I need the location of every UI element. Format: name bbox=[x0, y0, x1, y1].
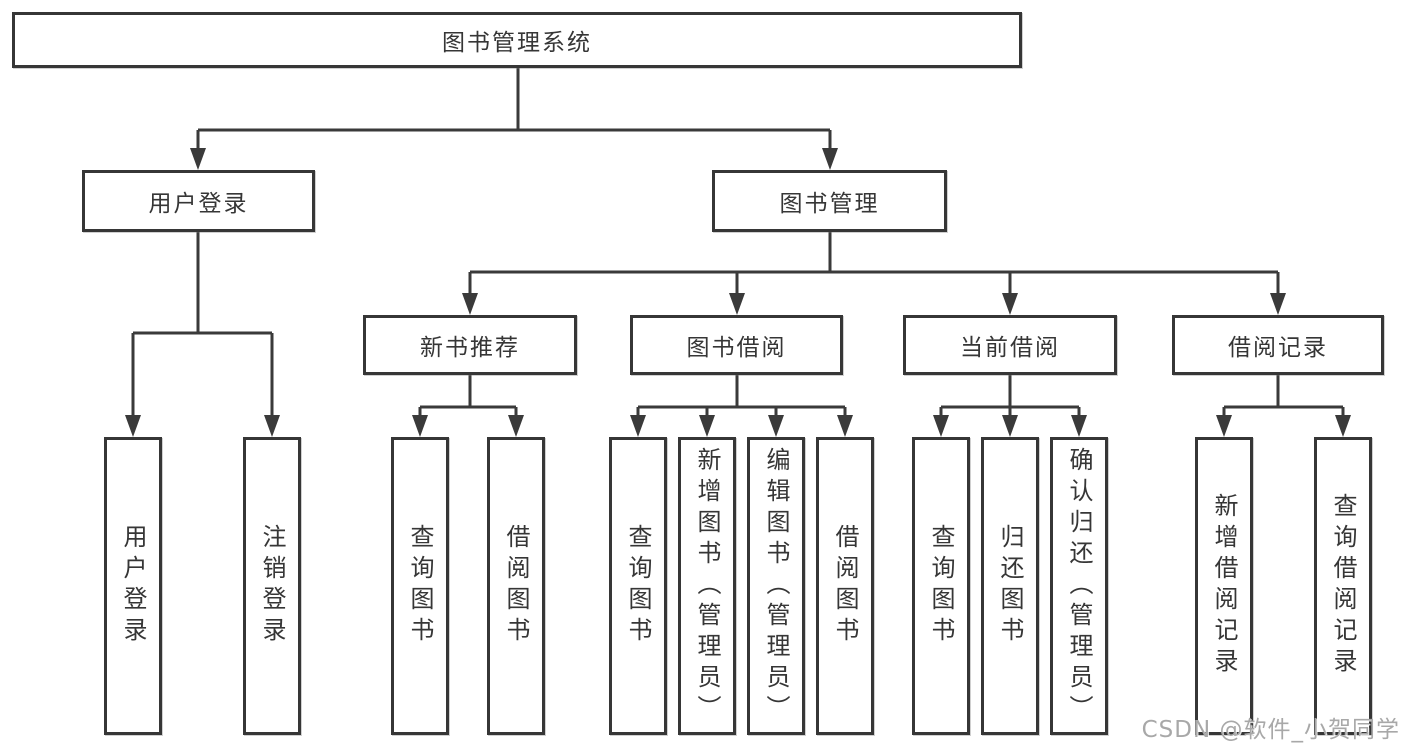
leaf-borrowing-borrow-books: 借阅图书 bbox=[816, 437, 874, 735]
leaf-recommend-borrow-books-label: 借阅图书 bbox=[502, 524, 530, 648]
node-borrowing-records-label: 借阅记录 bbox=[1228, 335, 1328, 361]
leaf-confirm-return-admin: 确认归还（管理员） bbox=[1050, 437, 1108, 735]
leaf-borrowing-borrow-books-label: 借阅图书 bbox=[831, 524, 859, 648]
leaf-query-borrow-record-label: 查询借阅记录 bbox=[1329, 493, 1357, 679]
node-new-book-recommend-label: 新书推荐 bbox=[420, 335, 520, 361]
leaf-current-query-books: 查询图书 bbox=[912, 437, 970, 735]
leaf-user-login: 用户登录 bbox=[104, 437, 162, 735]
node-user-login-label: 用户登录 bbox=[148, 191, 249, 217]
leaf-edit-book-admin-label: 编辑图书（管理员） bbox=[762, 446, 790, 726]
node-book-borrowing-label: 图书借阅 bbox=[686, 335, 787, 361]
leaf-logout-label: 注销登录 bbox=[258, 524, 286, 648]
leaf-query-borrow-record: 查询借阅记录 bbox=[1314, 437, 1372, 735]
leaf-add-book-admin: 新增图书（管理员） bbox=[678, 437, 736, 735]
node-user-login: 用户登录 bbox=[82, 170, 315, 232]
leaf-logout: 注销登录 bbox=[243, 437, 301, 735]
node-root-label: 图书管理系统 bbox=[442, 30, 592, 56]
node-borrowing-records: 借阅记录 bbox=[1172, 315, 1384, 375]
node-current-borrowing-label: 当前借阅 bbox=[960, 335, 1060, 361]
leaf-add-borrow-record: 新增借阅记录 bbox=[1195, 437, 1253, 735]
node-book-management-label: 图书管理 bbox=[779, 191, 880, 217]
leaf-current-query-books-label: 查询图书 bbox=[927, 524, 955, 648]
node-current-borrowing: 当前借阅 bbox=[903, 315, 1117, 375]
leaf-return-books: 归还图书 bbox=[981, 437, 1039, 735]
leaf-borrowing-query-books: 查询图书 bbox=[609, 437, 667, 735]
node-new-book-recommend: 新书推荐 bbox=[363, 315, 577, 375]
leaf-confirm-return-admin-label: 确认归还（管理员） bbox=[1065, 446, 1093, 726]
leaf-recommend-query-books-label: 查询图书 bbox=[406, 524, 434, 648]
node-root: 图书管理系统 bbox=[12, 12, 1022, 68]
node-book-borrowing: 图书借阅 bbox=[630, 315, 843, 375]
leaf-borrowing-query-books-label: 查询图书 bbox=[624, 524, 652, 648]
connector-lines bbox=[131, 68, 1345, 419]
csdn-watermark: CSDN @软件_小贺同学 bbox=[1141, 717, 1400, 743]
leaf-return-books-label: 归还图书 bbox=[996, 524, 1024, 648]
leaf-user-login-label: 用户登录 bbox=[119, 524, 147, 648]
leaf-recommend-borrow-books: 借阅图书 bbox=[487, 437, 545, 735]
node-book-management: 图书管理 bbox=[712, 170, 947, 232]
leaf-edit-book-admin: 编辑图书（管理员） bbox=[747, 437, 805, 735]
leaf-recommend-query-books: 查询图书 bbox=[391, 437, 449, 735]
leaf-add-borrow-record-label: 新增借阅记录 bbox=[1210, 493, 1238, 679]
leaf-add-book-admin-label: 新增图书（管理员） bbox=[693, 446, 721, 726]
